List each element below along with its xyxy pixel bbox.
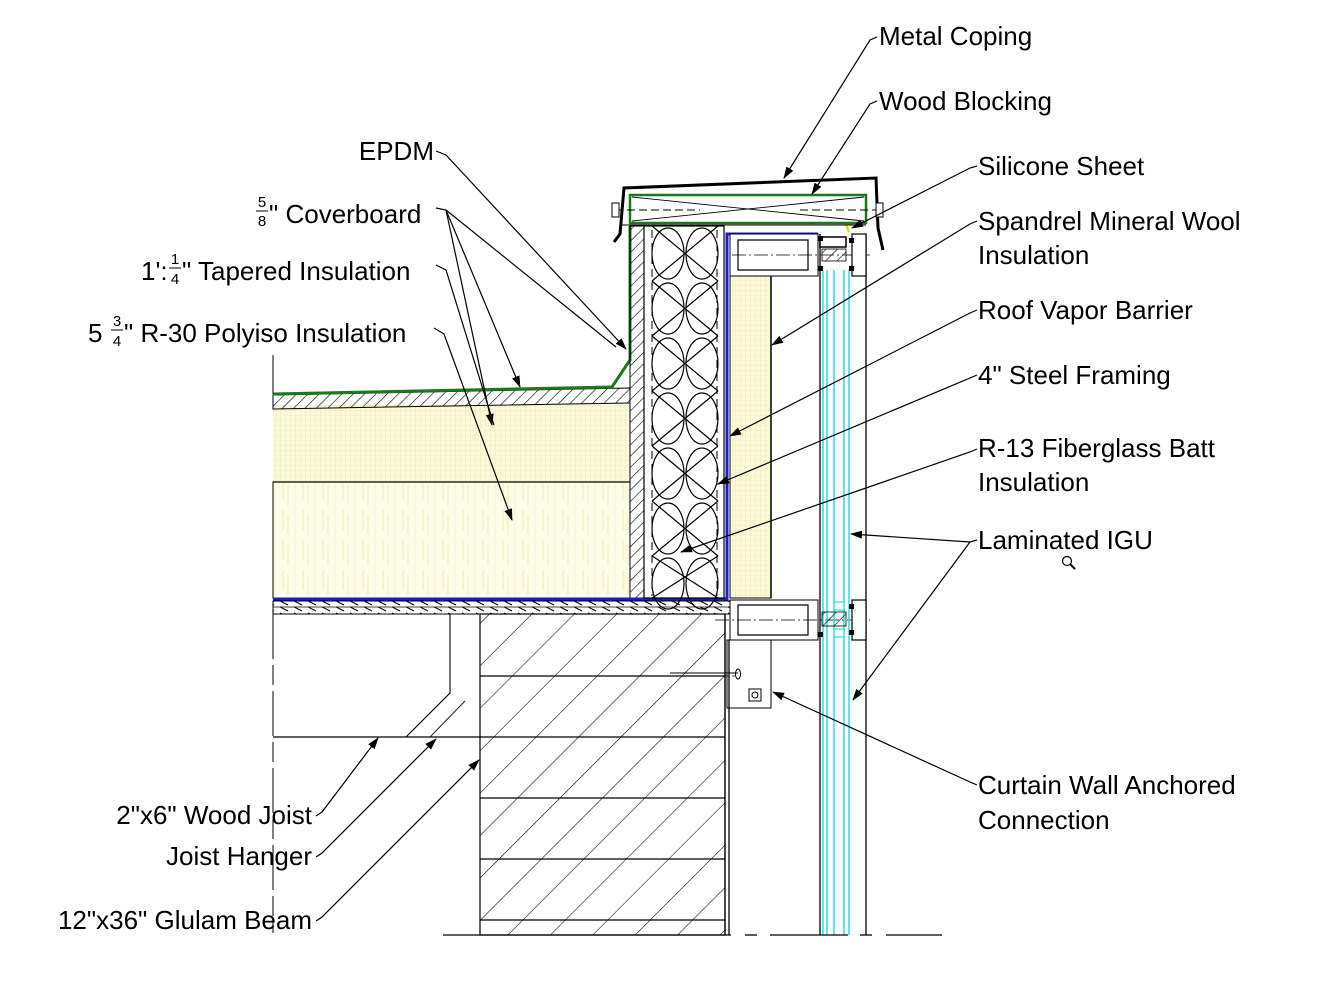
- glulam-beam: [479, 613, 726, 936]
- label-wood-blocking: Wood Blocking: [879, 86, 1052, 116]
- label-joist-hanger: Joist Hanger: [166, 841, 312, 871]
- spandrel-mineral-wool: [729, 275, 772, 599]
- batt-loop-right: [685, 447, 719, 500]
- label-spandrel-wool-line2: Insulation: [978, 240, 1089, 270]
- fiberglass-batt-insulation: [643, 225, 725, 610]
- polyiso-insulation: [272, 481, 631, 599]
- label-text: " Coverboard: [269, 199, 421, 229]
- frac-den: 4: [113, 333, 121, 350]
- tapered-insulation: [273, 405, 630, 482]
- joist-hanger: [405, 614, 451, 738]
- labels-left: EPDM 5 8 " Coverboard 1': 1 4 " Tapered …: [58, 136, 434, 935]
- zoom-magnifier-icon: [1061, 555, 1076, 570]
- batt-loop-right: [685, 282, 719, 335]
- label-vapor-barrier: Roof Vapor Barrier: [978, 295, 1193, 325]
- batt-loop-right: [685, 557, 719, 610]
- label-silicone-sheet: Silicone Sheet: [978, 151, 1145, 181]
- frac-num: 5: [258, 194, 266, 211]
- label-cw-anchor-line2: Connection: [978, 805, 1110, 835]
- frac-den: 8: [258, 213, 266, 230]
- label-fiberglass-batt-line1: R-13 Fiberglass Batt: [978, 433, 1216, 463]
- batt-cross-lines: [651, 225, 719, 599]
- leader-lines: [315, 36, 978, 922]
- batt-loop-left: [651, 557, 685, 610]
- label-text: " Tapered Insulation: [182, 256, 410, 286]
- pressure-plate-bottom: [818, 599, 867, 641]
- batt-loop-right: [685, 392, 719, 445]
- batt-loop-right: [685, 337, 719, 390]
- label-prefix: 5: [88, 318, 102, 348]
- label-epdm: EPDM: [359, 136, 434, 166]
- pressure-plate-top: [818, 220, 867, 277]
- roof-assembly: [272, 225, 818, 615]
- label-fiberglass-batt-line2: Insulation: [978, 467, 1089, 497]
- frac-num: 3: [113, 313, 121, 330]
- batt-loop-right: [685, 227, 719, 280]
- label-coverboard: 5 8 " Coverboard: [256, 194, 421, 230]
- batt-loop-left: [651, 227, 685, 280]
- label-glulam-beam: 12"x36" Glulam Beam: [58, 905, 312, 935]
- label-wood-joist: 2"x6" Wood Joist: [116, 800, 313, 830]
- label-metal-coping: Metal Coping: [879, 21, 1032, 51]
- batt-loop-left: [651, 502, 685, 555]
- label-steel-framing: 4" Steel Framing: [978, 360, 1171, 390]
- label-cw-anchor-line1: Curtain Wall Anchored: [978, 770, 1236, 800]
- batt-loop-left: [651, 392, 685, 445]
- batt-loop-right: [685, 502, 719, 555]
- frac-den: 4: [171, 271, 179, 288]
- batt-loop-left: [651, 447, 685, 500]
- epdm-membrane: [272, 226, 632, 396]
- frac-num: 1: [171, 251, 179, 268]
- parapet-sheathing: [629, 225, 645, 599]
- laminated-igu-glass: [818, 220, 867, 935]
- label-spandrel-wool-line1: Spandrel Mineral Wool: [978, 206, 1241, 236]
- curtain-wall-anchor-bracket: [726, 639, 772, 709]
- label-text: " R-30 Polyiso Insulation: [124, 318, 406, 348]
- label-prefix: 1':: [141, 256, 168, 286]
- steel-framing-and-spandrel: [670, 233, 870, 709]
- label-polyiso-insulation: 5 3 4 " R-30 Polyiso Insulation: [88, 313, 406, 350]
- batt-loop-left: [651, 337, 685, 390]
- batt-loop-left: [651, 282, 685, 335]
- label-laminated-igu: Laminated IGU: [978, 525, 1153, 555]
- metal-coping: [612, 176, 885, 251]
- label-tapered-insulation: 1': 1 4 " Tapered Insulation: [141, 251, 410, 288]
- labels-right: Metal Coping Wood Blocking Silicone Shee…: [879, 21, 1241, 835]
- structure: [272, 613, 942, 936]
- metal-coping-assembly: [611, 176, 885, 251]
